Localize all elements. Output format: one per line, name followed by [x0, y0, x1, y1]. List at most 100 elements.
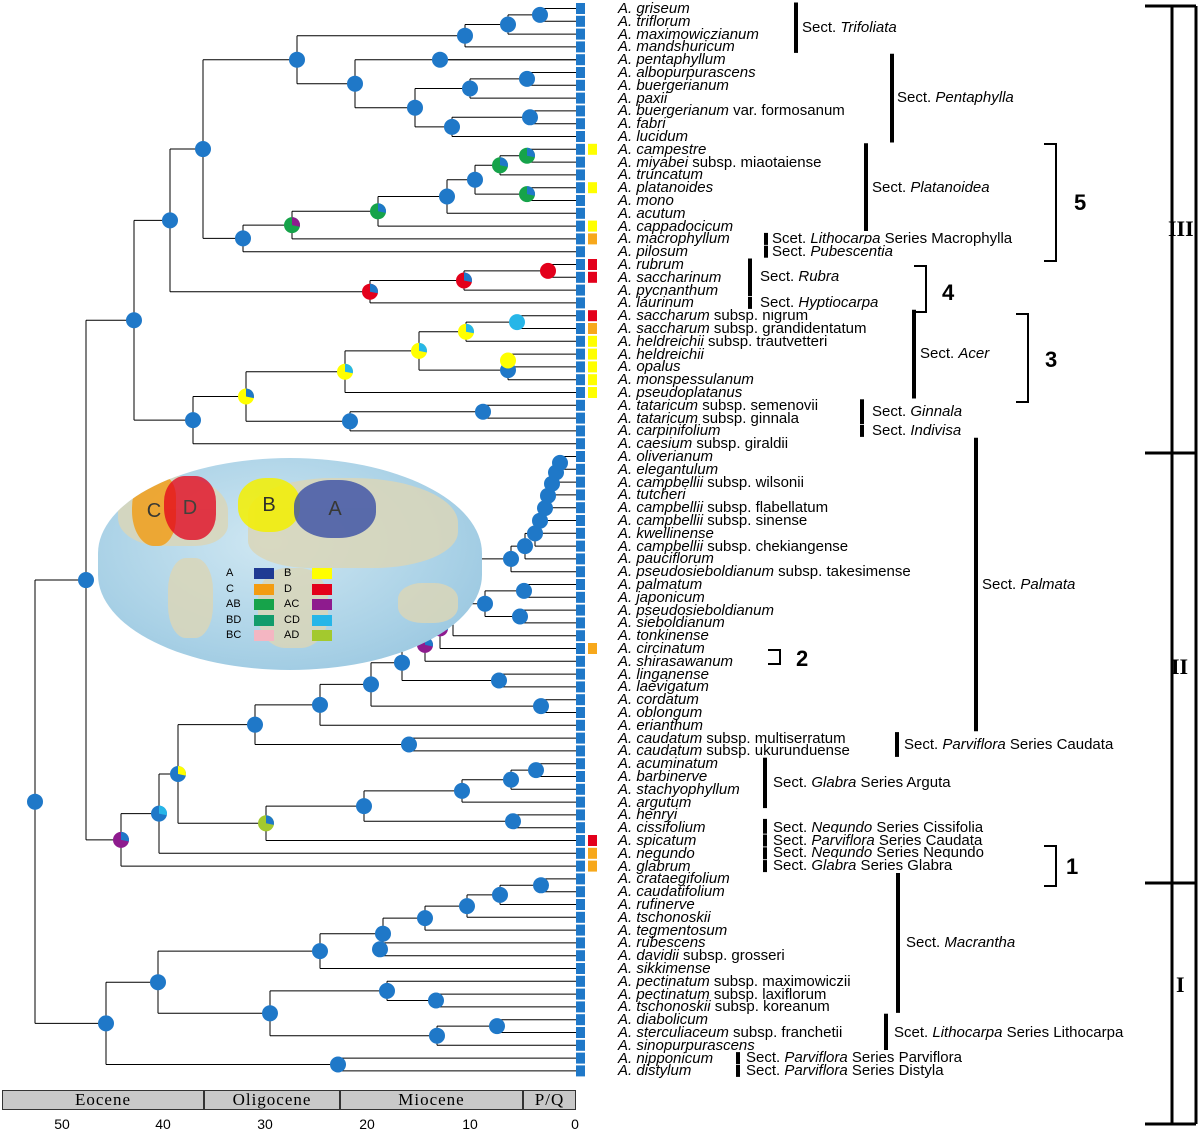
clade-number-1: 1: [1066, 854, 1079, 879]
ancestral-area-node: [528, 762, 544, 779]
ancestral-area-node: [503, 550, 519, 567]
section-label: Sect. Parviflora Series Caudata: [904, 735, 1114, 753]
tip-area-square-extra: [588, 643, 597, 654]
taxon-label: A. truncatum: [618, 166, 704, 184]
tip-area-square: [576, 143, 585, 155]
ancestral-area-node: [533, 877, 549, 894]
taxon-label: A. miyabei subsp. miaotaiense: [618, 153, 822, 171]
section-label: Sect. Rubra: [760, 268, 840, 286]
ancestral-area-node: [500, 352, 516, 369]
section-label: Scet. Lithocarpa Series Lithocarpa: [894, 1023, 1124, 1041]
taxon-label: A. saccharinum: [618, 268, 722, 286]
tip-area-square: [576, 15, 585, 27]
tip-area-square-extra: [588, 348, 597, 360]
ancestral-area-node: [444, 118, 460, 135]
taxon-label: A. campbellii subsp. sinense: [618, 512, 808, 529]
ancestral-area-node: [342, 413, 358, 430]
ancestral-area-pie-slice: [266, 815, 275, 825]
taxon-label: A. barbinerve: [618, 768, 708, 785]
taxon-label: A. rufinerve: [618, 896, 695, 913]
tip-area-square: [576, 604, 585, 616]
tip-area-square: [576, 207, 585, 219]
tip-area-square: [576, 502, 585, 514]
tip-area-square: [576, 3, 585, 14]
taxon-label: A. cappadocicum: [618, 217, 734, 235]
legend-label: AD: [284, 629, 300, 642]
tip-area-square: [576, 1014, 585, 1026]
ancestral-area-node: [537, 500, 553, 517]
tip-area-square: [576, 1052, 585, 1064]
taxon-label: A. japonicum: [618, 588, 705, 606]
taxon-label: A. maximowiczianum: [618, 25, 759, 43]
tip-area-square: [576, 463, 585, 475]
taxon-label: A. paxii: [618, 89, 668, 107]
taxon-label: A. tutcheri: [618, 486, 686, 504]
tick-40: 40: [155, 1116, 171, 1132]
legend-swatch: [312, 599, 332, 611]
taxon-label: A. saccharum subsp. nigrum: [618, 307, 809, 325]
tip-area-square: [576, 1027, 585, 1038]
ancestral-area-node: [519, 70, 535, 87]
taxon-label: A. opalus: [618, 358, 681, 376]
section-label: Sect. Negundo Series Cissifolia: [773, 818, 984, 836]
taxon-label: A. palmatum: [618, 576, 703, 593]
tip-area-square-extra: [588, 387, 597, 398]
tip-area-square-extra: [588, 323, 597, 334]
section-label: Sect. Glabra Series Arguta: [773, 773, 951, 791]
ancestral-area-node: [454, 782, 470, 799]
ancestral-area-node: [428, 992, 444, 1009]
taxon-label: A. caudatum subsp. ukurunduense: [618, 742, 850, 760]
legend-swatch: [312, 568, 332, 580]
legend-label: AB: [226, 598, 241, 611]
tip-area-square: [576, 527, 585, 539]
taxon-label: A. campbellii subsp. chekiangense: [618, 537, 849, 555]
tip-area-square: [576, 758, 585, 770]
taxon-label: A. carpinifolium: [618, 422, 721, 440]
taxon-label: A. tegmentosum: [618, 921, 728, 939]
taxon-label: A. albopurpurascens: [618, 64, 756, 81]
ancestral-area-node: [439, 188, 455, 205]
ancestral-area-pie-slice: [527, 147, 535, 158]
taxon-label: A. pentaphyllum: [618, 51, 726, 69]
taxon-label: A. cordatum: [618, 691, 699, 709]
tip-area-square: [576, 681, 585, 693]
ancestral-area-node: [312, 943, 328, 960]
tip-area-square: [576, 271, 585, 283]
tip-area-square-extra: [588, 143, 597, 155]
major-clade-ii: II: [1171, 654, 1189, 679]
taxon-label: A. shirasawanum: [618, 652, 734, 670]
taxon-label: A. cissifolium: [618, 819, 706, 837]
ancestral-area-node: [509, 314, 525, 331]
ancestral-area-node: [401, 736, 417, 753]
tip-area-square-extra: [588, 835, 597, 846]
bracket-clade-2: [768, 649, 781, 665]
ancestral-area-node: [532, 512, 548, 529]
ancestral-area-node: [394, 654, 410, 671]
ancestral-area-node: [477, 595, 493, 612]
tip-area-square: [576, 963, 585, 974]
tip-area-square: [576, 451, 585, 462]
tip-area-square-extra: [588, 847, 597, 859]
ancestral-area-node: [505, 813, 521, 830]
tip-area-square: [576, 412, 585, 424]
tip-area-square: [576, 1065, 585, 1077]
tip-area-square-extra: [588, 374, 597, 386]
tick-30: 30: [257, 1116, 273, 1132]
tip-area-square: [576, 399, 585, 411]
taxon-label: A. mono: [618, 192, 674, 209]
taxon-label: A. tataricum subsp. semenovii: [618, 396, 819, 414]
taxon-label: A. stachyophyllum: [618, 780, 740, 798]
tip-area-square: [576, 246, 585, 258]
section-label: Sect. Ginnala: [872, 402, 963, 420]
legend-swatch: [312, 583, 332, 595]
taxon-label: A. sterculiaceum subsp. franchetii: [618, 1024, 843, 1041]
ancestral-area-node: [150, 974, 166, 991]
tip-area-square: [576, 297, 585, 309]
taxon-label: A. spicatum: [618, 832, 697, 849]
tip-area-square: [576, 873, 585, 885]
ancestral-area-pie-slice: [178, 765, 186, 776]
tip-area-square: [576, 617, 585, 629]
tip-area-square: [576, 771, 585, 782]
bracket-major-outer: [1145, 4, 1174, 1126]
